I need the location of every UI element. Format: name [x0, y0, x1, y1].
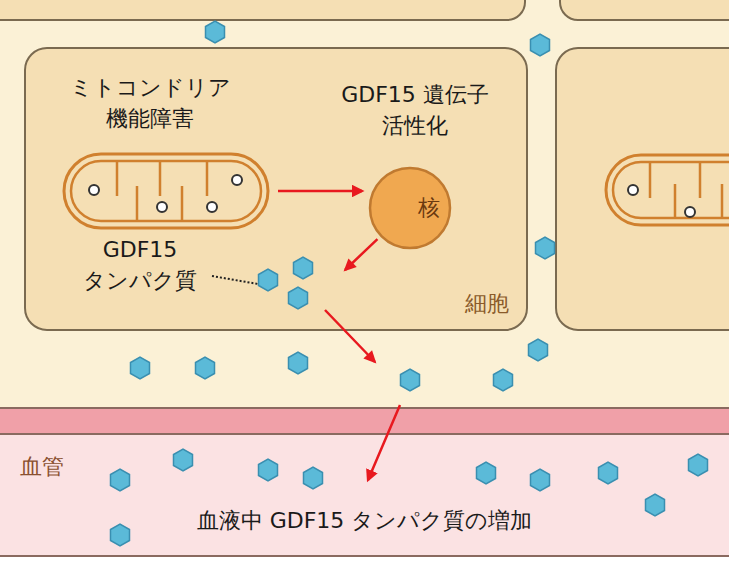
gdf15-molecule: [477, 462, 496, 484]
node-text: 細胞: [465, 289, 509, 320]
gdf15-molecule: [174, 449, 193, 471]
gdf15-molecule: [599, 462, 618, 484]
node-text: GDF15 遺伝子 活性化: [310, 80, 520, 142]
gdf15-molecule: [531, 34, 550, 56]
node-text: 血液中 GDF15 タンパク質の増加: [0, 506, 729, 537]
gdf15-molecule: [401, 369, 420, 391]
margin: [0, 557, 729, 564]
neighbour-cell: [560, 0, 729, 20]
arrowhead: [363, 350, 376, 363]
protein-label: GDF15 タンパク質: [60, 235, 220, 297]
gdf15-molecule: [206, 21, 225, 43]
arrow-connector: [278, 190, 362, 193]
gdf15-molecule: [289, 287, 308, 309]
gdf15-molecule: [689, 454, 708, 476]
mitochondrion-outline: [62, 152, 270, 230]
granule: [685, 207, 695, 217]
granule: [628, 185, 638, 195]
node-text: 血管: [20, 452, 64, 483]
gdf15-molecule: [646, 494, 665, 516]
mitochondrion: [606, 155, 729, 225]
leader-line: [212, 276, 258, 284]
gdf15-molecule: [536, 237, 555, 259]
gdf15-molecule: [259, 269, 278, 291]
gdf15-molecule: [494, 369, 513, 391]
vessel-wall-edge: [0, 433, 729, 435]
mitochondrion-node: ミトコンドリア 機能障害: [50, 73, 250, 233]
cristae: [650, 162, 722, 218]
nucleus-node: GDF15 遺伝子 活性化核: [310, 80, 520, 255]
gdf15-molecule: [531, 469, 550, 491]
cell-body: [25, 48, 527, 330]
neighbour-cell: [556, 48, 729, 330]
gdf15-molecule: [529, 339, 548, 361]
node-text: ミトコンドリア 機能障害: [50, 73, 250, 135]
gdf15-molecule: [294, 257, 313, 279]
arrow-connector: [325, 239, 400, 480]
gdf15-molecule: [304, 467, 323, 489]
gdf15-molecule: [259, 459, 278, 481]
gdf15-molecule: [131, 357, 150, 379]
gdf15-molecule: [111, 469, 130, 491]
gdf15-molecule: [196, 357, 215, 379]
neighbour-cell: [0, 0, 525, 20]
vessel-wall-edge: [0, 407, 729, 409]
vessel-wall: [0, 408, 729, 434]
arrowhead: [344, 258, 357, 271]
vessel-edge: [0, 555, 729, 557]
mitochondrion-inner: [613, 162, 729, 218]
blood: [0, 408, 729, 556]
blood-vessel-node: 血管血液中 GDF15 タンパク質の増加: [0, 408, 729, 556]
node-text: 核: [418, 193, 440, 224]
gdf15-molecule: [289, 352, 308, 374]
gdf15-molecule: [111, 524, 130, 546]
